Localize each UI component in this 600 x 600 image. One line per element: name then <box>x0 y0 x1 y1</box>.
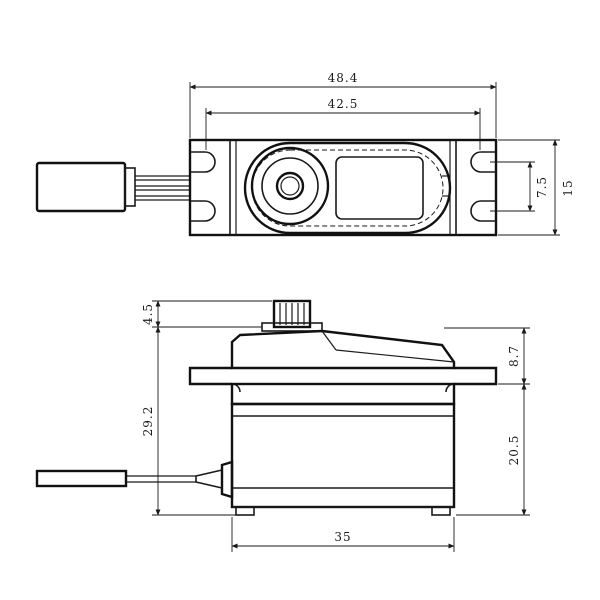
dim-spline-height: 4.5 <box>141 303 155 325</box>
top-connector-plug <box>35 161 136 213</box>
dim-hole-spacing: 42.5 <box>328 97 359 111</box>
middle-case <box>230 382 456 406</box>
upper-case <box>230 329 456 370</box>
dim-hole-pitch: 7.5 <box>535 176 549 198</box>
side-dimensions <box>152 300 530 552</box>
right-foot <box>431 506 451 516</box>
dim-lower-height: 20.5 <box>507 435 521 466</box>
output-spline-top <box>250 146 330 226</box>
left-mount-tab <box>188 366 232 386</box>
dim-body-width: 35 <box>334 530 351 544</box>
right-mount-tab <box>454 366 498 386</box>
dim-total-height: 29.2 <box>141 406 155 437</box>
side-connector-plug <box>35 469 128 488</box>
dim-height-top-view: 15 <box>561 179 575 196</box>
lower-case <box>230 402 456 509</box>
side-view <box>35 299 498 516</box>
top-flange <box>188 138 498 237</box>
output-spline-side <box>261 299 323 332</box>
top-view <box>35 138 498 237</box>
dim-upper-height: 8.7 <box>507 345 521 367</box>
strain-relief <box>220 460 234 499</box>
left-foot <box>235 506 255 516</box>
top-dimensions <box>189 82 560 236</box>
top-label-window <box>335 156 424 220</box>
dim-overall-width: 48.4 <box>328 71 359 85</box>
top-mounting-holes <box>190 151 496 222</box>
top-wires <box>135 175 190 201</box>
top-case-outline <box>243 141 452 235</box>
